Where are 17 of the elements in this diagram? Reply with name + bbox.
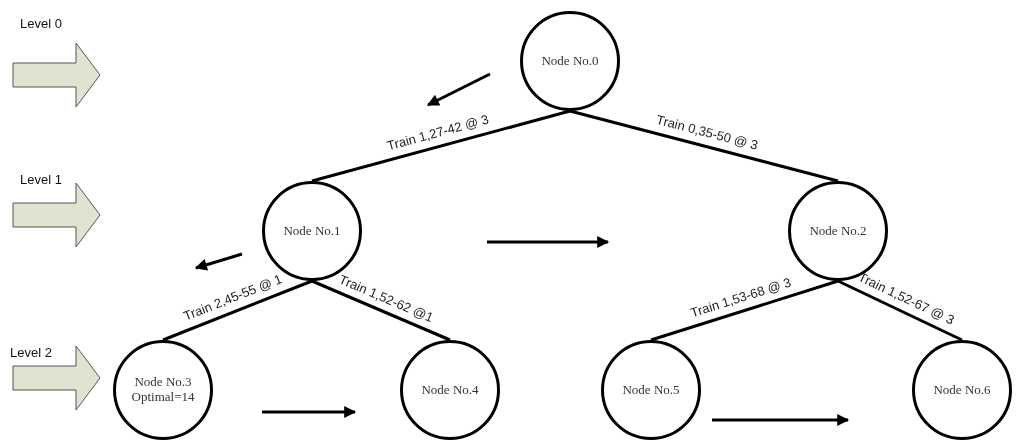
connector-line [311, 279, 451, 342]
node-label: Node No.1 [283, 223, 341, 239]
connector-line [311, 109, 571, 183]
level-label: Level 2 [10, 345, 52, 360]
connector-line [569, 109, 839, 183]
node-label: Node No.2 [809, 223, 867, 239]
node-label: Node No.3 [134, 375, 192, 390]
node-label: Optimal=14 [131, 390, 195, 405]
node-label: Node No.4 [421, 382, 479, 398]
level-label: Level 0 [20, 16, 62, 31]
connector-line [650, 279, 839, 342]
node-label: Node No.5 [622, 382, 680, 398]
level-label: Level 1 [20, 172, 62, 187]
node-label: Node No.6 [933, 382, 991, 398]
connector-line [837, 279, 963, 342]
node-label: Node No.0 [541, 53, 599, 69]
connector-line [162, 279, 313, 342]
